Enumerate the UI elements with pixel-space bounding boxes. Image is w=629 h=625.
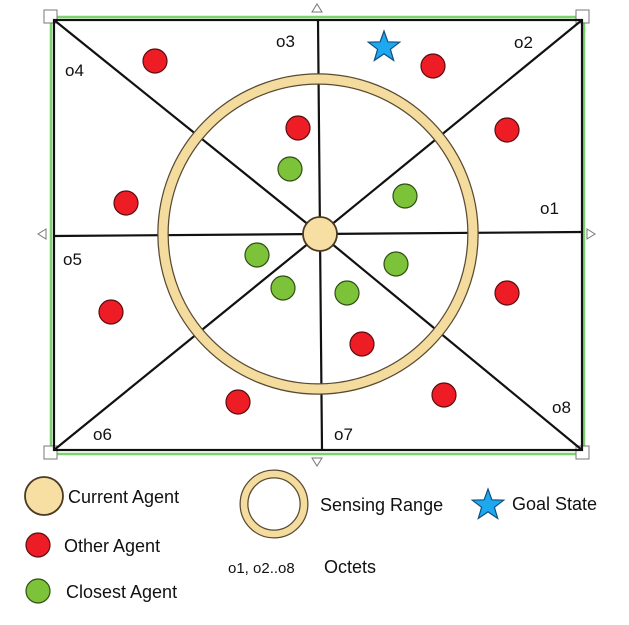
other-agent (142, 48, 168, 74)
selection-outline (49, 15, 586, 456)
legend-octets-key: o1, o2..o8 (228, 560, 295, 577)
closest-agent (244, 242, 270, 268)
closest-agent (392, 183, 418, 209)
legend-other-agent-icon (25, 532, 51, 558)
octet-label-o8: o8 (552, 398, 571, 417)
current-agent (302, 216, 338, 252)
legend-goal-state-label: Goal State (512, 494, 597, 514)
octet-labels: o1 o2 o3 o4 o5 o6 o7 o8 (63, 32, 571, 444)
legend-sensing-range-icon (240, 470, 308, 538)
other-agent (431, 382, 457, 408)
star-icon (366, 29, 402, 62)
star-icon (470, 487, 506, 520)
legend-octets-label: Octets (324, 557, 376, 577)
legend-current-agent-icon (24, 476, 64, 516)
sensing-range-ring (157, 73, 479, 395)
legend: Current Agent Other Agent Closest Agent … (24, 469, 597, 604)
closest-agent (277, 156, 303, 182)
sensing-ring-body (158, 74, 478, 394)
diagonal-upper-right (319, 19, 583, 235)
legend-other-agent-label: Other Agent (64, 536, 160, 556)
closest-agent (383, 251, 409, 277)
diagonal-lower-left (53, 233, 321, 451)
other-agent (225, 389, 251, 415)
selection-frame (37, 3, 596, 467)
octet-label-o7: o7 (334, 425, 353, 444)
octet-label-o3: o3 (276, 32, 295, 51)
octet-label-o5: o5 (63, 250, 82, 269)
other-agents (98, 48, 520, 415)
other-agent (420, 53, 446, 79)
other-agent (98, 299, 124, 325)
resize-handle-right[interactable] (586, 228, 596, 240)
other-agent (349, 331, 375, 357)
closest-agent (334, 280, 360, 306)
other-agent (494, 117, 520, 143)
resize-handle-top[interactable] (311, 3, 323, 13)
legend-current-agent-label: Current Agent (68, 487, 179, 507)
other-agent (285, 115, 311, 141)
octet-label-o2: o2 (514, 33, 533, 52)
octet-label-o4: o4 (65, 61, 84, 80)
legend-closest-agent-icon (25, 578, 51, 604)
legend-sensing-range-label: Sensing Range (320, 495, 443, 515)
resize-handle-bottom[interactable] (311, 457, 323, 467)
legend-closest-agent-label: Closest Agent (66, 582, 177, 602)
closest-agents (244, 156, 418, 306)
octet-partition (52, 18, 584, 452)
other-agent (494, 280, 520, 306)
octet-label-o6: o6 (93, 425, 112, 444)
diagonal-lower-right (319, 233, 583, 451)
closest-agent (270, 275, 296, 301)
resize-handle-left[interactable] (37, 228, 47, 240)
other-agent (113, 190, 139, 216)
octet-label-o1: o1 (540, 199, 559, 218)
diagonal-upper-left (53, 19, 321, 235)
